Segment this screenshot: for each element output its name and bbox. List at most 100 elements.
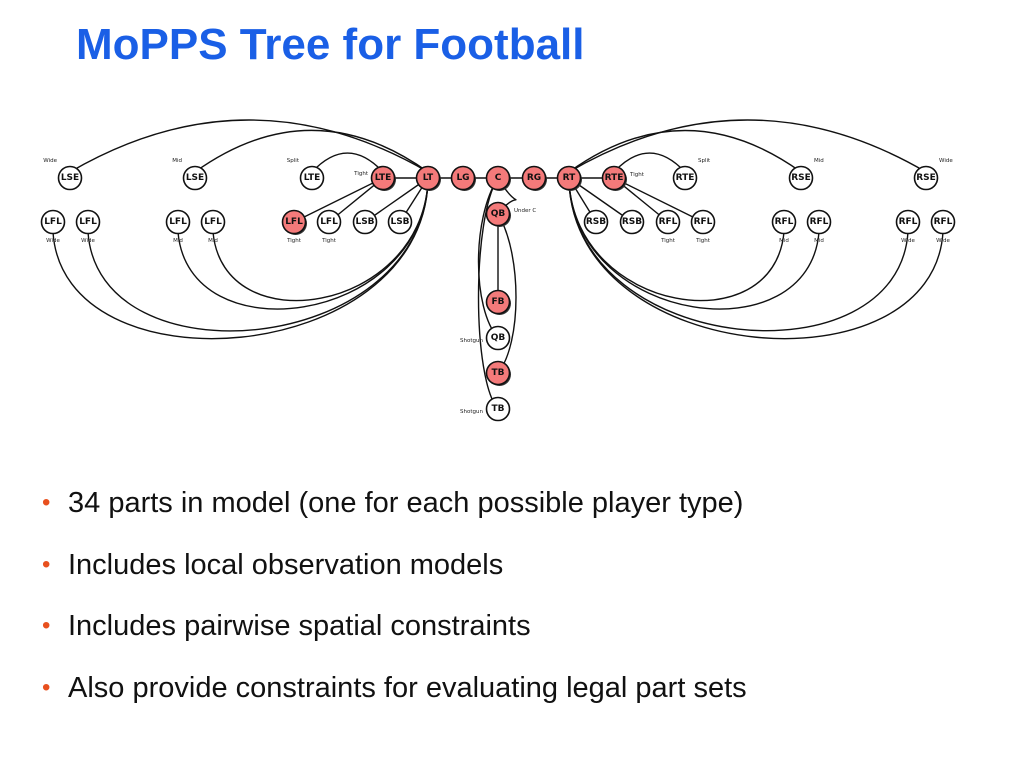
tree-edges — [52, 119, 944, 410]
tree-edge — [568, 181, 944, 340]
node-circle — [655, 209, 681, 235]
tree-edge — [69, 119, 429, 173]
tree-node-lg: LG — [450, 165, 476, 191]
node-sublabel: Wide — [43, 158, 57, 164]
node-circle — [352, 209, 378, 235]
node-sublabel: Wide — [46, 238, 60, 244]
node-circle — [913, 165, 939, 191]
node-label: RT — [563, 173, 577, 183]
node-label: RFL — [694, 217, 713, 227]
node-sublabel: Wide — [939, 158, 953, 164]
node-sublabel: Tight — [353, 171, 369, 177]
tree-node-lsb2: LSB — [387, 209, 413, 235]
node-sublabel: Shotgun — [460, 338, 483, 344]
bullet-dot-icon: • — [42, 673, 51, 701]
node-sublabel: Tight — [286, 238, 302, 244]
bullet-list: • 34 parts in model (one for each possib… — [40, 483, 747, 729]
tree-node-fb: FB — [485, 289, 511, 315]
node-label: C — [495, 173, 502, 183]
tree-node-rsb2: RSB — [619, 209, 645, 235]
bullet-item: • Includes local observation models — [40, 545, 747, 607]
node-circle — [57, 165, 83, 191]
tree-node-c: C — [485, 165, 511, 191]
bullet-item: • 34 parts in model (one for each possib… — [40, 483, 747, 545]
tree-edge — [568, 181, 909, 332]
node-label: LSE — [186, 173, 204, 183]
bullet-dot-icon: • — [42, 550, 51, 578]
node-circle — [200, 209, 226, 235]
node-label: LFL — [79, 217, 97, 227]
tree-edge — [311, 152, 384, 173]
node-label: TB — [492, 368, 505, 378]
node-sublabel: Mid — [172, 158, 182, 164]
node-label: RSE — [791, 173, 811, 183]
tree-node-rfl_m1: RFL Mid — [771, 209, 797, 244]
node-circle — [299, 165, 325, 191]
tree-node-lfl_w1: LFL Wide — [40, 209, 66, 244]
tree-edge — [568, 129, 802, 173]
node-circle — [556, 165, 582, 191]
tree-node-lse_mid: LSE Mid — [172, 158, 208, 191]
node-label: LSB — [390, 217, 409, 227]
node-label: TB — [492, 404, 505, 414]
bullet-text: Includes pairwise spatial constraints — [68, 610, 531, 642]
node-label: LTE — [304, 173, 321, 183]
node-circle — [415, 165, 441, 191]
bullet-text: Includes local observation models — [68, 548, 504, 581]
bullet-text: Also provide constraints for evaluating … — [68, 671, 747, 704]
node-circle — [619, 209, 645, 235]
node-circle — [895, 209, 921, 235]
bullet-item: • Also provide constraints for evaluatin… — [40, 668, 747, 730]
node-label: LFL — [169, 217, 187, 227]
slide-title: MoPPS Tree for Football — [76, 20, 585, 69]
node-circle — [40, 209, 66, 235]
node-sublabel: Tight — [695, 238, 711, 244]
node-circle — [387, 209, 413, 235]
tree-edge — [613, 152, 686, 173]
tree-node-rsb1: RSB — [583, 209, 609, 235]
node-label: RFL — [659, 217, 678, 227]
node-circle — [370, 165, 396, 191]
node-label: LFL — [320, 217, 338, 227]
node-circle — [75, 209, 101, 235]
tree-edge — [293, 177, 384, 223]
node-sublabel: Tight — [660, 238, 676, 244]
node-circle — [182, 165, 208, 191]
node-circle — [450, 165, 476, 191]
tree-edge — [212, 181, 429, 302]
node-label: FB — [491, 297, 504, 307]
node-label: RG — [527, 173, 541, 183]
tree-node-rt: RT — [556, 165, 582, 191]
tree-edge — [87, 181, 429, 332]
node-circle — [485, 289, 511, 315]
node-circle — [672, 165, 698, 191]
node-sublabel: Split — [698, 158, 711, 164]
node-circle — [583, 209, 609, 235]
node-sublabel: Under C — [514, 208, 536, 214]
node-circle — [316, 209, 342, 235]
bullet-item: • Includes pairwise spatial constraints — [40, 606, 747, 668]
node-label: RTE — [676, 173, 695, 183]
node-sublabel: Mid — [779, 238, 789, 244]
node-sublabel: Mid — [814, 158, 824, 164]
tree-edge — [52, 181, 429, 340]
node-circle — [485, 325, 511, 351]
bullet-dot-icon: • — [42, 612, 51, 639]
node-label: LFL — [44, 217, 62, 227]
node-sublabel: Wide — [81, 238, 95, 244]
node-circle — [165, 209, 191, 235]
tree-node-lt: LT — [415, 165, 441, 191]
node-label: RFL — [775, 217, 794, 227]
node-label: LSB — [355, 217, 374, 227]
node-label: RFL — [934, 217, 953, 227]
node-label: RFL — [899, 217, 918, 227]
tree-edge — [477, 177, 499, 410]
